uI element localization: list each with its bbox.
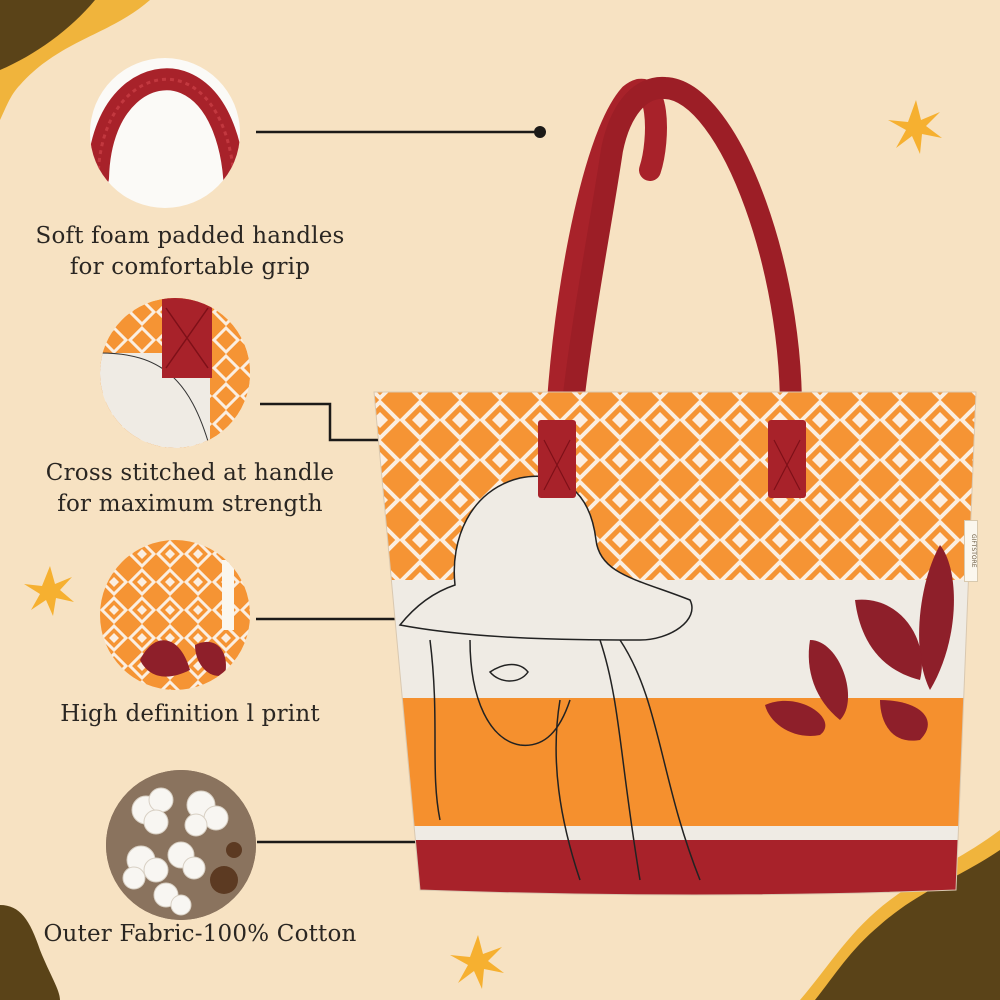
print-closeup-icon xyxy=(100,540,250,690)
feature-line: for comfortable grip xyxy=(69,254,311,280)
feature-line: for maximum strength xyxy=(57,491,323,517)
cross-stitch-closeup-icon xyxy=(100,298,250,448)
leader-dot xyxy=(534,126,546,138)
feature-line: Cross stitched at handle xyxy=(45,460,335,486)
padded-handle-closeup-icon xyxy=(90,68,240,208)
orange-star-icon xyxy=(888,100,942,154)
feature-line: Soft foam padded handles xyxy=(35,223,345,249)
cotton-bolls-icon xyxy=(106,770,256,920)
top-left-wave-dark xyxy=(0,0,95,70)
bottom-left-wave-dark xyxy=(0,905,60,1000)
feature-stitching-text: Cross stitched at handle for maximum str… xyxy=(0,458,380,520)
thumb-stitching xyxy=(100,298,250,448)
thumb-fabric xyxy=(106,770,256,920)
thumb-print xyxy=(100,540,250,690)
feature-line: Outer Fabric-100% Cotton xyxy=(43,921,357,947)
feature-line: High definition l print xyxy=(60,701,320,727)
orange-star-icon xyxy=(24,566,74,616)
bag-tag: GIFTSTORE xyxy=(964,520,978,582)
handle-tab-left xyxy=(538,420,576,498)
feature-print-text: High definition l print xyxy=(0,699,380,730)
handle-tab-right xyxy=(768,420,806,498)
feature-fabric-text: Outer Fabric-100% Cotton xyxy=(10,919,390,950)
orange-star-icon xyxy=(450,935,504,989)
thumb-handles xyxy=(90,58,240,208)
feature-handles-text: Soft foam padded handles for comfortable… xyxy=(0,221,380,283)
bag-handle-right xyxy=(559,76,802,451)
